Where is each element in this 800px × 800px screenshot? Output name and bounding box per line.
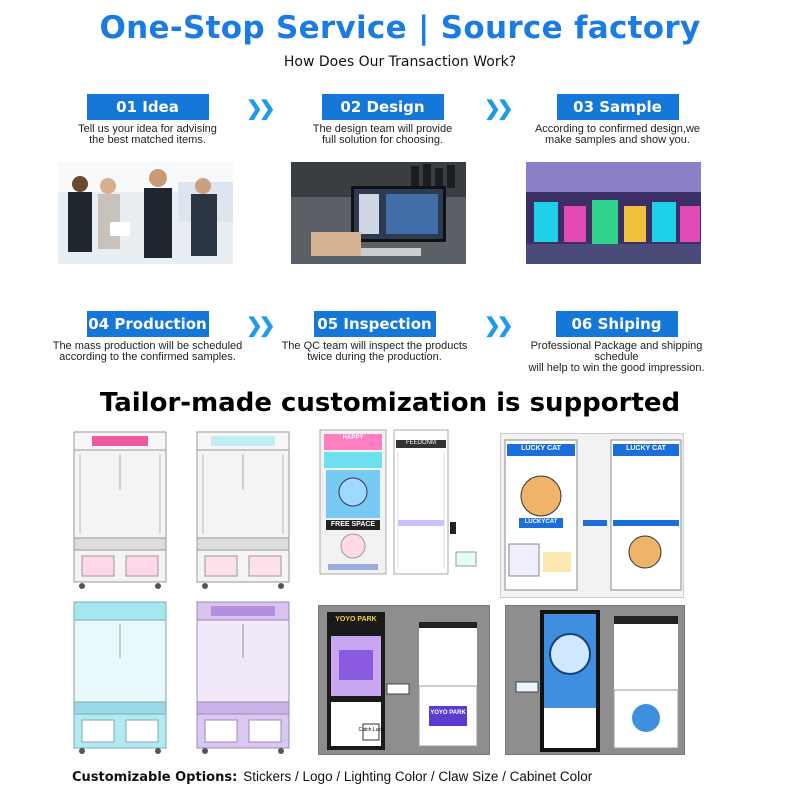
claw-machine-cyan (70, 600, 170, 760)
claw-machine-cyan-trim (193, 430, 293, 595)
step-inspection: 05 Inspection The QC team will inspect t… (267, 311, 482, 363)
claw-machine-feedonm: FEEDONM (392, 428, 484, 583)
double-chevron-right-icon: ❯❯ (246, 315, 275, 337)
step-sample: 03 Sample According to confirmed design,… (510, 94, 725, 146)
step-badge: 04 Production (86, 311, 209, 337)
sample-showroom-photo (526, 162, 701, 264)
step-shipping: 06 Shiping Professional Package and ship… (509, 311, 724, 374)
double-chevron-right-icon: ❯❯ (484, 98, 513, 120)
options-label: Customizable Options: (72, 770, 238, 785)
step-badge: 01 Idea (86, 94, 209, 120)
claw-machine-purple (193, 600, 293, 760)
step-production: 04 Production The mass production will b… (40, 311, 255, 363)
claw-machine-white (70, 430, 170, 595)
lucky-cat-design-panel: LUCKY CAT LUCKY CAT LUCKYCAT (500, 433, 684, 598)
customizable-options: Customizable Options: Stickers / Logo / L… (72, 769, 592, 785)
step-badge: 02 Design (321, 94, 444, 120)
page-subtitle: How Does Our Transaction Work? (283, 54, 517, 70)
astronaut-design-panel (505, 605, 685, 755)
step-description: Professional Package and shipping schedu… (528, 340, 705, 374)
page-title: One-Stop Service | Source factory (99, 10, 701, 46)
double-chevron-right-icon: ❯❯ (246, 98, 275, 120)
options-value: Stickers / Logo / Lighting Color / Claw … (243, 769, 593, 784)
claw-machine-happy: HAPPY FREE SPACE (318, 428, 388, 583)
yoyo-park-design-panel: YOYO PARK Catch Luck YOYO PARK (318, 605, 490, 755)
customization-heading: Tailor-made customization is supported (99, 388, 681, 418)
design-workstation-photo (291, 162, 466, 264)
business-meeting-photo (58, 162, 233, 264)
step-badge: 06 Shiping (555, 311, 678, 337)
step-badge: 05 Inspection (313, 311, 436, 337)
step-badge: 03 Sample (556, 94, 679, 120)
double-chevron-right-icon: ❯❯ (484, 315, 513, 337)
